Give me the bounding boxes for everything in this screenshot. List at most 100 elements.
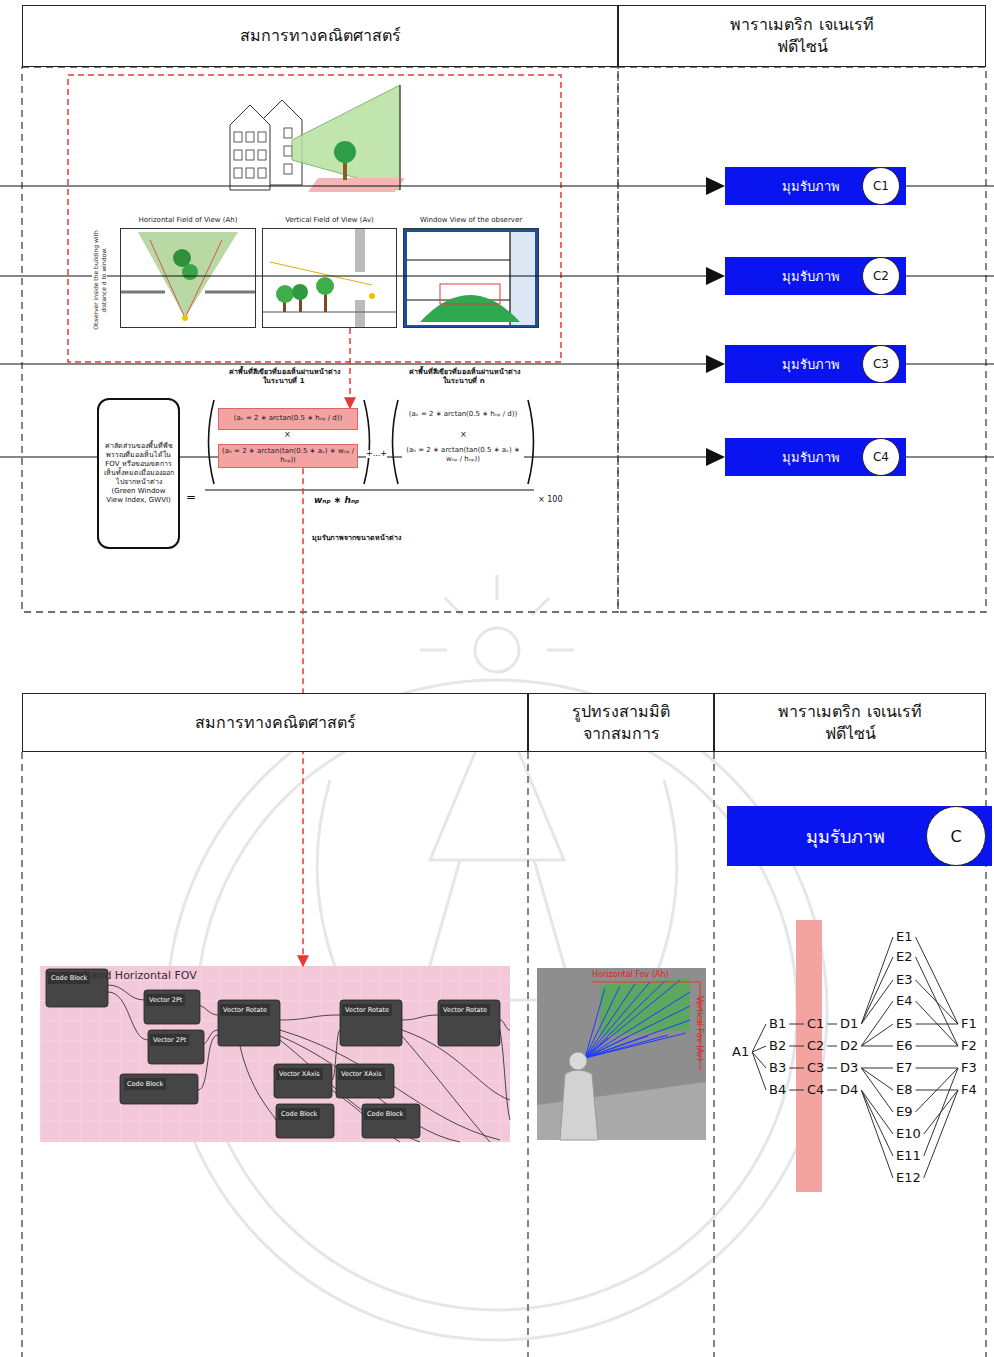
building-illustration [234, 128, 292, 178]
node-text: E12 [896, 1170, 921, 1186]
parameter-box: มุมรับภาพ C1 [725, 167, 906, 205]
parameter-box: มุมรับภาพC2 [725, 257, 906, 295]
building-illustration [234, 150, 242, 160]
node-text: C2 [807, 1038, 824, 1054]
component-label: Code Block [124, 1078, 166, 1090]
component-label: Code Block [48, 972, 90, 984]
node-text: E2 [896, 949, 913, 965]
building-illustration [246, 150, 254, 160]
formula-bracket [364, 400, 370, 484]
parameter-id: C [926, 806, 986, 866]
horizontal-fov-sketch [182, 264, 198, 280]
tree-node: E11 [893, 1148, 924, 1164]
tree-link [827, 1090, 837, 1091]
node-text: F3 [961, 1060, 977, 1076]
node-text: E8 [896, 1082, 913, 1098]
grasshopper-canvas [438, 1000, 500, 1046]
tree-node: C3 [804, 1060, 827, 1076]
tree-link [861, 1068, 893, 1090]
building-illustration [292, 85, 400, 190]
vertical-fov-sketch [316, 277, 334, 295]
tree-link [789, 1024, 804, 1025]
node-text: D4 [840, 1082, 858, 1098]
building-illustration [400, 85, 401, 190]
definition-box: ค่าสัดส่วนของพื้นที่พืชพรรณที่มองเห็นได้… [97, 398, 180, 549]
tree-node: D4 [837, 1082, 861, 1098]
vertical-fov-sketch [292, 284, 308, 300]
component-label: Vector Rotate [342, 1004, 392, 1016]
tree-node: E7 [893, 1060, 916, 1076]
tree-node: E1 [893, 929, 916, 945]
node-text: F2 [961, 1038, 977, 1054]
node-text: D1 [840, 1016, 858, 1032]
building-illustration [284, 128, 292, 138]
vertical-fov-sketch [369, 293, 375, 299]
grasshopper-canvas [276, 1104, 334, 1138]
header-cell: สมการทางคณิตศาสตร์ [22, 5, 618, 67]
watermark [475, 628, 519, 672]
window-view-sketch [406, 231, 537, 327]
header-cell: รูปทรงสามมิติ จากสมการ [528, 693, 714, 752]
render-3d [585, 980, 690, 1058]
grasshopper-canvas [402, 1015, 438, 1020]
node-text: F1 [961, 1016, 977, 1032]
component-label: Code Block [364, 1108, 406, 1120]
multiplier: × 100 [538, 495, 563, 504]
node-text: C1 [807, 1016, 824, 1032]
grasshopper-canvas [240, 1046, 276, 1120]
grasshopper-canvas [340, 1000, 402, 1046]
component-label: Vector 2Pt [146, 994, 185, 1006]
wire-arrowhead [706, 267, 725, 285]
vertical-fov-sketch [262, 228, 397, 328]
render-3d [592, 982, 700, 1070]
tree-link [916, 1046, 959, 1047]
component-label: Vector 2Pt [150, 1034, 189, 1046]
grasshopper-canvas [40, 966, 510, 1142]
denominator: wₙₚ ∗ hₙₚ [314, 495, 359, 505]
render-view: Horizontal Fov (Ah)Vertical Fov (Av) [537, 968, 706, 1140]
tree-node: F1 [958, 1016, 980, 1032]
node-text: มุมรับภาพ [782, 176, 840, 197]
formula-bracket [205, 489, 534, 490]
node-text: C1 [873, 179, 889, 193]
tree-node: E12 [893, 1170, 924, 1186]
tree-link [789, 1068, 804, 1069]
tree-node: E3 [893, 972, 916, 988]
section-frame [22, 752, 986, 1357]
component-label: Code Block [278, 1108, 320, 1120]
tree-link [861, 1024, 893, 1046]
building-illustration [334, 141, 356, 163]
tree-link [861, 1068, 893, 1069]
formula-term: (aₕ = 2 ∗ arctan(tan(0.5 ∗ aᵥ) ∗ wₙₚ / h… [218, 444, 358, 468]
building-illustration [234, 132, 242, 142]
grasshopper-canvas [500, 1030, 510, 1120]
wire-arrowhead [706, 177, 725, 466]
node-text: E10 [896, 1126, 921, 1142]
building-illustration [246, 132, 254, 142]
node-text: มุมรับภาพ [782, 447, 840, 468]
tree-link [916, 980, 959, 1024]
wire-arrowhead [706, 177, 725, 195]
component-label: Vector XAxis [276, 1068, 323, 1080]
building-illustration [234, 168, 242, 178]
header-cell: พาราเมตริก เจเนเรทีฟดีไซน์ [618, 5, 986, 67]
highlight-frame [68, 75, 561, 362]
node-text: E11 [896, 1148, 921, 1164]
building-illustration [246, 168, 254, 178]
node-text: F4 [961, 1082, 977, 1098]
grasshopper-canvas [40, 966, 510, 1142]
tree-node: E9 [893, 1104, 916, 1120]
tree-link [752, 1024, 766, 1052]
grasshopper-canvas [144, 990, 200, 1024]
node-text: E6 [896, 1038, 913, 1054]
script-screenshot: Vertical and Horizontal FOV [40, 966, 510, 1142]
wire-arrowhead [706, 448, 725, 466]
node-text: E5 [896, 1016, 913, 1032]
formula-bracket [209, 400, 215, 484]
multiply-sign: × [284, 431, 291, 439]
horizontal-fov-sketch [182, 315, 188, 321]
node-text: C4 [807, 1082, 824, 1098]
node-text: Horizontal Field of View (Ah) [107, 216, 269, 224]
node-text: C [950, 827, 961, 846]
grasshopper-canvas [274, 1064, 332, 1098]
